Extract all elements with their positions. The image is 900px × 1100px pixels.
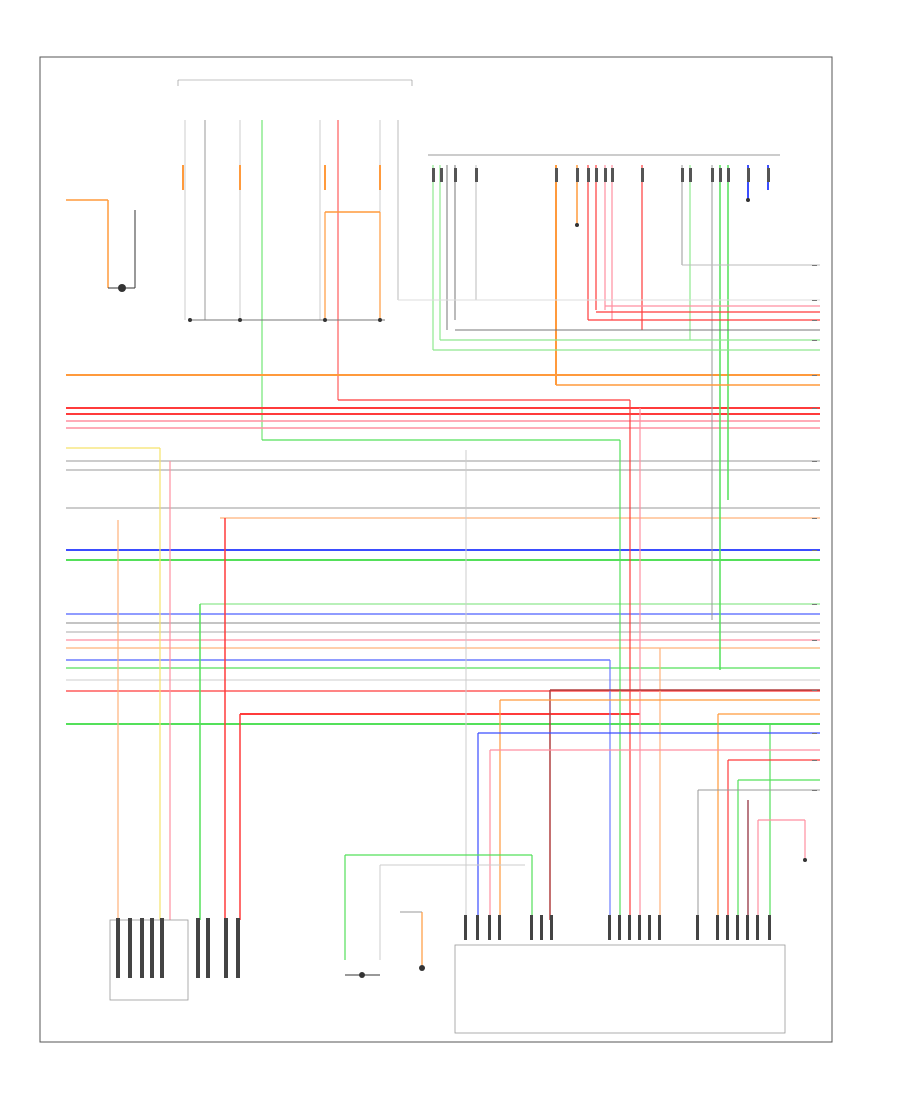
right-return-wires [262, 264, 820, 441]
mid-vertical-wires [117, 400, 771, 920]
lower-right-wires [478, 689, 820, 860]
lamp-symbol [66, 199, 136, 292]
horizontal-wires [66, 374, 820, 725]
top-header-bracket [177, 79, 413, 86]
bottom-sensor-wires [344, 854, 532, 978]
top-switch-blocks [182, 120, 399, 440]
right-terminal-ticks [812, 265, 817, 791]
bottom-modules [109, 919, 786, 1034]
splice-points [188, 198, 807, 862]
diagram-frame [39, 56, 833, 1043]
top-right-pin-marks [432, 168, 770, 182]
top-right-vertical-wires [432, 165, 769, 670]
connector-pins [116, 915, 771, 978]
